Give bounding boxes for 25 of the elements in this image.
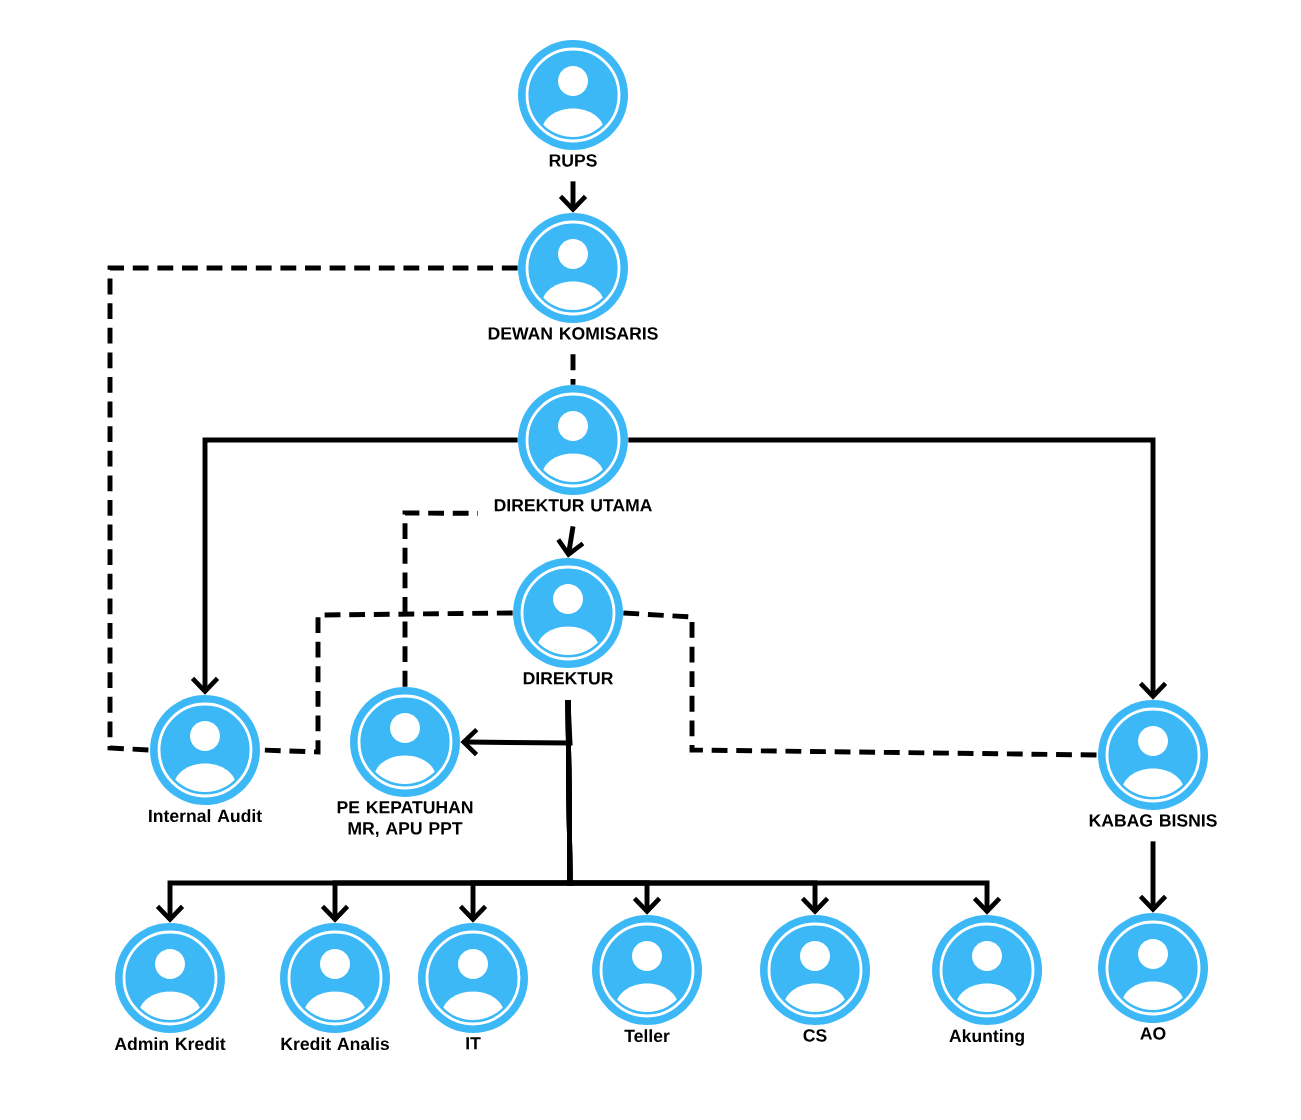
- connector: [402, 510, 478, 687]
- node-label: Kredit Analis: [281, 1037, 389, 1051]
- node-label: CS: [803, 1029, 827, 1042]
- node-label: DEWAN KOMISARIS: [488, 327, 658, 340]
- connector: [623, 610, 1098, 758]
- node-label: KABAG BISNIS: [1089, 814, 1217, 827]
- node-label: PE KEPATUHAN MR, APU PPT: [337, 801, 473, 838]
- connector: [565, 700, 1002, 915]
- node-label: Internal Audit: [149, 809, 262, 823]
- node-label: IT: [466, 1037, 481, 1050]
- connector: [190, 437, 518, 695]
- node-label: Admin Kredit: [114, 1037, 226, 1051]
- connector: [556, 525, 585, 558]
- connector: [628, 437, 1168, 700]
- connector: [570, 354, 576, 385]
- connector: [460, 700, 573, 757]
- node-label: AO: [1140, 1027, 1166, 1040]
- node-label: Akunting: [949, 1029, 1024, 1046]
- node-label: Teller: [624, 1029, 670, 1043]
- connector: [1138, 841, 1168, 913]
- node-label: DIREKTUR UTAMA: [494, 499, 652, 512]
- node-label: DIREKTUR: [523, 672, 614, 685]
- node-label: RUPS: [549, 154, 597, 167]
- connector: [558, 181, 588, 213]
- connector: [107, 265, 518, 753]
